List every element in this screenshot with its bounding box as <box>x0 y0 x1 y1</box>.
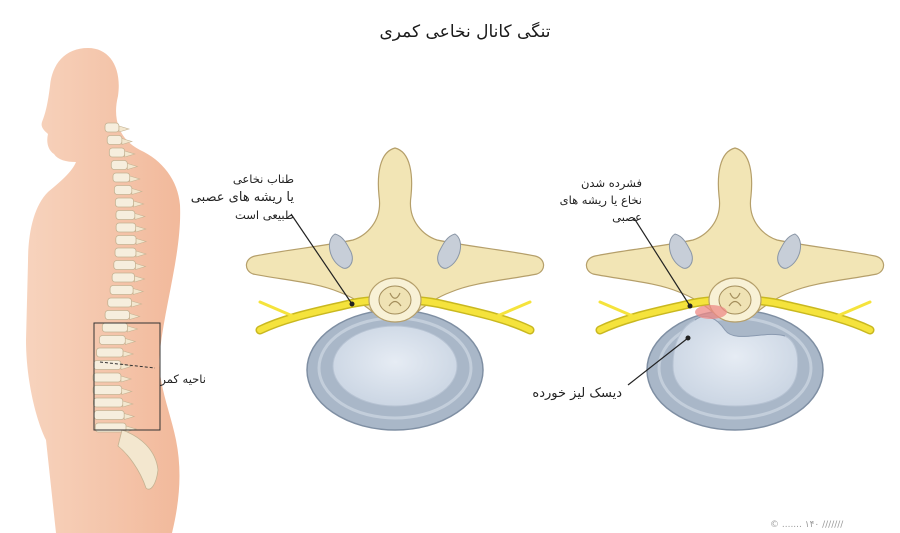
vertebra-segment <box>101 322 128 333</box>
spinous-process <box>121 388 133 395</box>
spinous-process <box>134 213 146 220</box>
spinous-process <box>127 325 139 333</box>
lumbar-dashed-line <box>99 361 156 369</box>
vertebra-segment <box>93 397 124 408</box>
spinous-process <box>132 288 145 295</box>
label-normal-line1: طناب نخاعی <box>232 172 294 186</box>
vertebra-segment <box>115 235 137 245</box>
spinous-process <box>131 300 143 308</box>
vertebra-segment <box>93 360 122 370</box>
vertebra-segment <box>104 122 120 133</box>
spinous-process <box>135 238 148 245</box>
label-lumbar-region: ناحیه کمر <box>160 372 206 386</box>
vertebra-segment <box>111 272 135 283</box>
spinous-process <box>134 275 146 283</box>
vertebra-segment <box>112 172 131 183</box>
leader-herniated-disc <box>627 337 689 386</box>
lumbar-region-box <box>93 322 161 431</box>
vertebra-segment <box>96 347 124 358</box>
vertebra-segment <box>92 385 123 395</box>
vertebra-segment <box>93 410 125 420</box>
watermark: © ....... ۱۴۰ /////// <box>770 520 844 530</box>
vertebra-segment <box>115 210 136 220</box>
page-title: تنگی کانال نخاعی کمری <box>379 22 551 42</box>
body-silhouette <box>26 48 181 533</box>
label-compressed-line1: فشرده شدن <box>580 176 642 190</box>
compression-area <box>695 305 727 319</box>
label-compressed-line2: نخاع یا ریشه های <box>559 193 642 207</box>
spinous-process <box>121 138 133 145</box>
spinous-process <box>131 188 143 195</box>
vertebra-segment <box>114 197 134 208</box>
leader-normal-cord <box>290 213 353 305</box>
vertebra-segment <box>108 147 126 158</box>
spinal-column <box>92 122 159 490</box>
label-compressed-line3: عصبی <box>612 210 642 224</box>
vertebra-segment <box>104 310 131 320</box>
spinous-process <box>118 125 131 133</box>
spinous-process <box>124 150 136 158</box>
spinous-process <box>122 350 135 358</box>
spinous-process <box>127 163 139 170</box>
spinous-process <box>135 250 148 258</box>
vertebra-segment <box>113 185 133 195</box>
label-normal-line2: یا ریشه های عصبی <box>190 190 294 205</box>
normal-vertebra <box>245 147 545 431</box>
vertebra-segment <box>113 260 136 270</box>
vertebra-segment <box>115 222 137 233</box>
spinous-process <box>125 338 137 345</box>
vertebra-segment <box>107 297 132 308</box>
vertebra-segment <box>92 372 122 383</box>
vertebra-segment <box>99 335 126 345</box>
spinous-process <box>129 313 141 320</box>
spinous-process <box>135 225 147 233</box>
vertebra-segment <box>109 285 134 295</box>
leader-compressed-cord <box>633 217 691 307</box>
label-herniated-disc: دیسک لیز خورده <box>532 386 622 401</box>
vertebra-segment <box>106 135 123 145</box>
spinous-process <box>133 200 145 208</box>
spinous-process <box>122 400 134 408</box>
vertebra-segment <box>110 160 128 170</box>
spinous-process <box>129 175 141 183</box>
label-normal-line3: طبیعی است <box>234 208 294 222</box>
spinous-process <box>123 413 136 420</box>
compressed-vertebra <box>585 147 885 431</box>
sacrum <box>117 429 159 490</box>
spinous-process <box>120 375 133 383</box>
vertebra-segment <box>114 247 137 258</box>
spinous-process <box>135 263 147 270</box>
